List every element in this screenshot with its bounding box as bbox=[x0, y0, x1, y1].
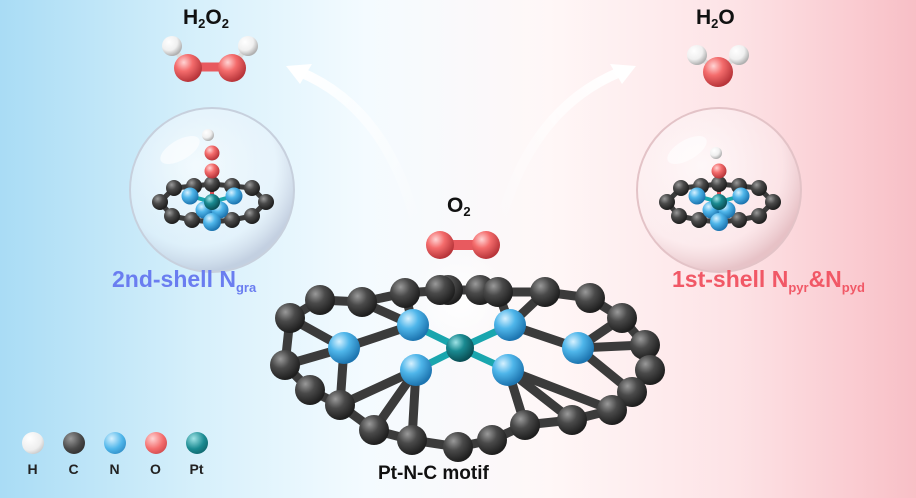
arrow-to-h2o2 bbox=[286, 64, 423, 237]
o2-label: O2 bbox=[447, 194, 471, 219]
nitrogen-atom bbox=[397, 309, 429, 341]
carbon-atom bbox=[597, 395, 627, 425]
carbon-atom bbox=[164, 208, 180, 224]
carbon-atom bbox=[244, 208, 260, 224]
nitrogen-atom bbox=[492, 354, 524, 386]
right-bubble-molecule bbox=[659, 147, 781, 231]
nitrogen-atom bbox=[225, 187, 243, 205]
carbon-atom bbox=[270, 350, 300, 380]
carbon-atom bbox=[659, 194, 675, 210]
legend-swatch-h bbox=[21, 432, 44, 454]
adsorption-glow bbox=[410, 250, 510, 350]
legend-swatch-c bbox=[62, 432, 85, 454]
carbon-atom bbox=[244, 180, 260, 196]
carbon-atom bbox=[224, 212, 240, 228]
platinum-atom bbox=[446, 334, 474, 362]
hydrogen-atom bbox=[202, 129, 214, 141]
carbon-atom bbox=[152, 194, 168, 210]
carbon-atom bbox=[630, 330, 660, 360]
carbon-atom bbox=[711, 176, 727, 192]
product-and-reactant-molecules bbox=[162, 36, 749, 87]
second-shell-label: 2nd-shell Ngra bbox=[112, 266, 257, 295]
nitrogen-atom bbox=[400, 354, 432, 386]
oxygen-atom bbox=[218, 54, 246, 82]
carbon-atom bbox=[397, 425, 427, 455]
carbon-atom bbox=[166, 180, 182, 196]
nitrogen-atom bbox=[328, 332, 360, 364]
carbon-atom bbox=[673, 180, 689, 196]
legend-item-h: H bbox=[12, 432, 53, 477]
carbon-atom bbox=[359, 415, 389, 445]
carbon-atom bbox=[325, 390, 355, 420]
platinum-atom bbox=[711, 194, 727, 210]
nitrogen-atom bbox=[181, 187, 199, 205]
oxygen-atom bbox=[703, 57, 733, 87]
carbon-atom bbox=[691, 212, 707, 228]
bond bbox=[503, 365, 617, 415]
nitrogen-atom bbox=[710, 213, 728, 231]
left-bubble-molecule bbox=[152, 129, 274, 231]
h2o-label: H2O bbox=[696, 6, 735, 31]
first-shell-label: 1st-shell Npyr&Npyd bbox=[672, 266, 865, 295]
legend-item-o: O bbox=[135, 432, 176, 477]
nitrogen-atom bbox=[732, 187, 750, 205]
nitrogen-atom bbox=[688, 187, 706, 205]
oxygen-atom bbox=[711, 163, 727, 179]
carbon-atom bbox=[184, 212, 200, 228]
carbon-atom bbox=[477, 425, 507, 455]
pt-n-c-motif bbox=[270, 231, 665, 462]
carbon-atom bbox=[295, 375, 325, 405]
oxygen-atom bbox=[472, 231, 500, 259]
platinum-atom bbox=[204, 194, 220, 210]
legend-item-c: C bbox=[53, 432, 94, 477]
carbon-atom bbox=[751, 208, 767, 224]
hydrogen-atom bbox=[729, 45, 749, 65]
legend-item-pt: Pt bbox=[176, 432, 217, 477]
hydrogen-atom bbox=[238, 36, 258, 56]
carbon-atom bbox=[275, 303, 305, 333]
carbon-atom bbox=[483, 277, 513, 307]
oxygen-atom bbox=[204, 145, 220, 161]
carbon-atom bbox=[443, 432, 473, 462]
oxygen-atom bbox=[174, 54, 202, 82]
nitrogen-atom bbox=[203, 213, 221, 231]
carbon-atom bbox=[347, 287, 377, 317]
legend-swatch-n bbox=[103, 432, 126, 454]
carbon-atom bbox=[671, 208, 687, 224]
carbon-atom bbox=[751, 180, 767, 196]
oxygen-atom bbox=[426, 231, 454, 259]
carbon-atom bbox=[635, 355, 665, 385]
hydrogen-atom bbox=[162, 36, 182, 56]
carbon-atom bbox=[510, 410, 540, 440]
carbon-atom bbox=[557, 405, 587, 435]
carbon-atom bbox=[390, 278, 420, 308]
carbon-atom bbox=[575, 283, 605, 313]
carbon-atom bbox=[607, 303, 637, 333]
motif-caption: Pt-N-C motif bbox=[378, 463, 489, 484]
hydrogen-atom bbox=[710, 147, 722, 159]
carbon-atom bbox=[731, 212, 747, 228]
carbon-atom bbox=[204, 176, 220, 192]
h2o2-label: H2O2 bbox=[183, 6, 229, 31]
legend-swatch-pt bbox=[185, 432, 208, 454]
hydrogen-atom bbox=[687, 45, 707, 65]
atom-legend: H C N O Pt bbox=[12, 432, 217, 477]
nitrogen-atom bbox=[494, 309, 526, 341]
arrow-to-h2o bbox=[493, 64, 636, 237]
carbon-atom bbox=[258, 194, 274, 210]
legend-item-n: N bbox=[94, 432, 135, 477]
carbon-atom bbox=[530, 277, 560, 307]
oxygen-atom bbox=[204, 163, 220, 179]
legend-swatch-o bbox=[144, 432, 167, 454]
carbon-atom bbox=[305, 285, 335, 315]
carbon-atom bbox=[425, 275, 455, 305]
carbon-atom bbox=[765, 194, 781, 210]
carbon-atom bbox=[617, 377, 647, 407]
nitrogen-atom bbox=[562, 332, 594, 364]
